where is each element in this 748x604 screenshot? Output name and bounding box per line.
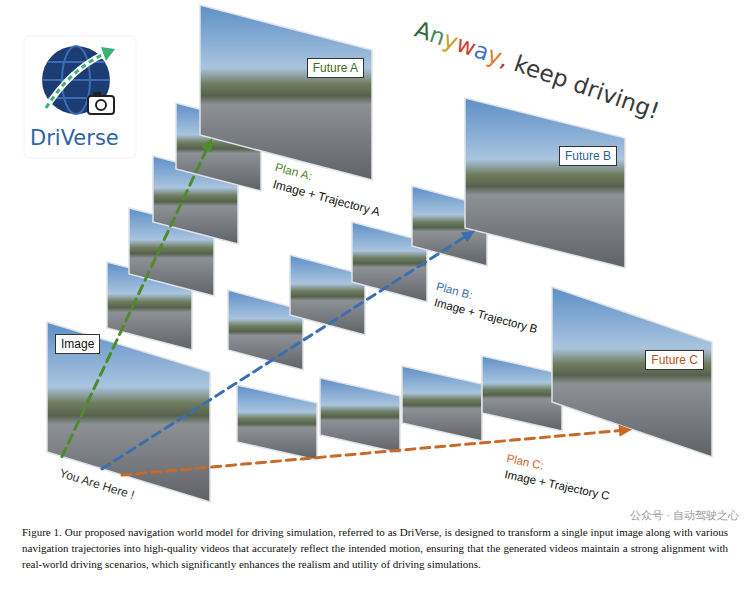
frame-shape bbox=[200, 5, 372, 180]
video-frame: Future A bbox=[200, 5, 372, 180]
plan-description: Image + Trajectory B bbox=[433, 296, 539, 335]
video-frame: Future B bbox=[465, 98, 625, 268]
watermark: 公众号 · 自动驾驶之心 bbox=[630, 508, 740, 523]
frame-photo bbox=[552, 287, 712, 457]
globe-parallels bbox=[42, 62, 110, 98]
figure-caption: Figure 1. Our proposed navigation world … bbox=[22, 524, 728, 572]
frame-photo bbox=[200, 5, 372, 180]
video-frame-small bbox=[482, 356, 562, 431]
video-frame-small bbox=[402, 366, 482, 441]
plan-description: Image + Trajectory A bbox=[271, 177, 381, 219]
frame-photo bbox=[465, 98, 625, 268]
camera-lens bbox=[96, 100, 106, 110]
video-frame-small bbox=[320, 378, 400, 453]
plan-description: Image + Trajectory C bbox=[504, 468, 611, 502]
frame-label: Future B bbox=[559, 146, 617, 166]
frame-shape bbox=[552, 287, 712, 457]
frame-label: Future A bbox=[307, 58, 364, 78]
frame-label: Future C bbox=[645, 350, 704, 370]
video-frame: Future C bbox=[552, 287, 712, 457]
logo-ground bbox=[24, 36, 136, 158]
camera-body bbox=[88, 96, 114, 114]
slogan-title: Anyway, keep driving! bbox=[412, 16, 663, 124]
video-frame-small bbox=[237, 385, 317, 460]
logo-wordmark: DriVerse bbox=[30, 126, 119, 150]
arrowhead bbox=[461, 231, 475, 243]
logo-arrowhead bbox=[101, 47, 115, 61]
frame-label: Image bbox=[55, 334, 100, 354]
frame-photo bbox=[47, 322, 210, 502]
arrowhead bbox=[201, 138, 212, 152]
camera-top bbox=[93, 92, 101, 97]
frame-shape bbox=[465, 98, 625, 268]
